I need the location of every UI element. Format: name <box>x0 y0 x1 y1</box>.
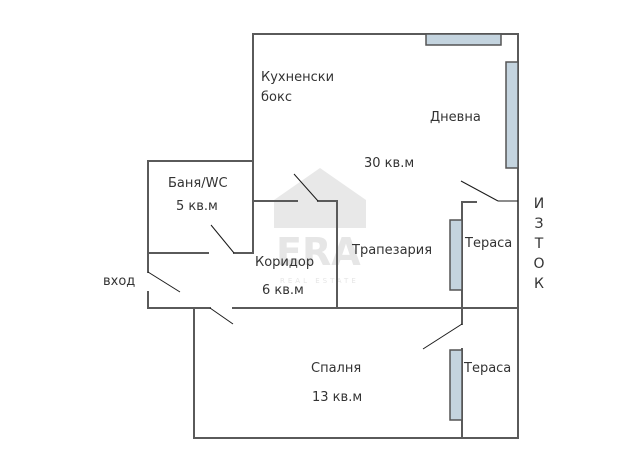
room-label-dining: Трапезария <box>352 243 433 258</box>
room-area-living: 30 кв.м <box>364 156 415 171</box>
room-label-kitchen: Кухненски <box>261 70 335 85</box>
svg-text:REAL ESTATE: REAL ESTATE <box>280 277 359 285</box>
era-watermark: ERA REAL ESTATE <box>274 168 366 285</box>
doors <box>147 173 518 350</box>
orientation-letter: К <box>534 276 544 292</box>
room-label-terrace-2: Тераса <box>464 361 512 376</box>
orientation-label: И З Т О К <box>532 194 546 294</box>
svg-text:ERA: ERA <box>276 230 361 274</box>
room-label-terrace-1: Тераса <box>465 236 513 251</box>
windows <box>425 33 519 421</box>
room-label-corridor: Коридор <box>255 255 315 270</box>
room-area-corridor: 6 кв.м <box>262 283 304 298</box>
entrance-label: вход <box>103 274 136 289</box>
orientation-letter: З <box>534 216 544 232</box>
room-label-bath: Баня/WC <box>168 176 228 191</box>
orientation-letter: Т <box>534 236 544 252</box>
room-label-bedroom: Спалня <box>311 361 362 376</box>
room-area-bedroom: 13 кв.м <box>312 390 363 405</box>
orientation-letter: И <box>533 196 545 212</box>
room-label-living: Дневна <box>430 110 481 125</box>
orientation-letter: О <box>533 256 545 272</box>
room-label-kitchen-2: бокс <box>261 90 292 105</box>
room-area-bath: 5 кв.м <box>176 199 218 214</box>
